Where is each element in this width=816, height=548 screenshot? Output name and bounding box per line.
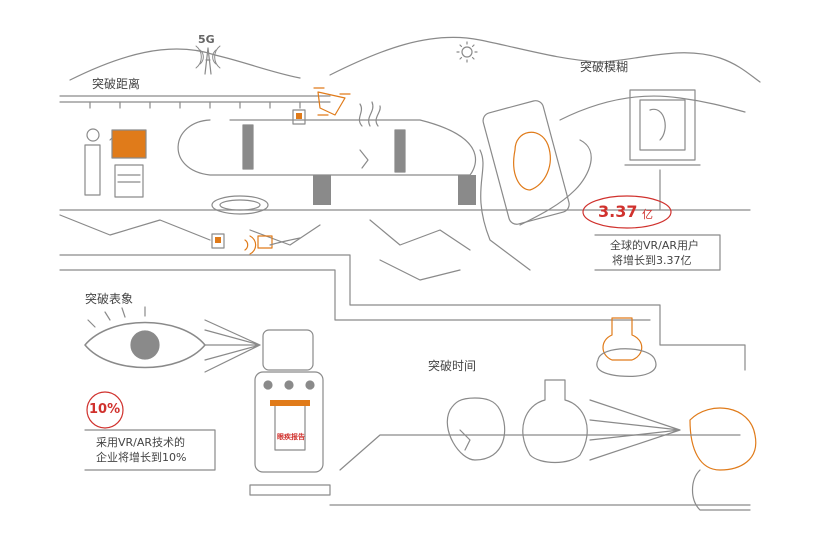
steam-icon [358,101,381,127]
robot-body [254,371,324,473]
display-screen [111,129,147,159]
label-surface: 突破表象 [85,292,134,306]
robot-doc-slot [270,400,310,406]
five-g-label: 5G [198,33,215,46]
enterprise-stat-caption-box [84,429,216,471]
vase-icon [522,379,588,464]
label-blur: 突破模糊 [580,60,629,74]
label-time: 突破时间 [428,359,477,373]
enterprise-stat-value: 10% [89,402,121,417]
map-frame [629,89,696,161]
robot-small-icon [257,235,273,249]
sun-icon [461,46,473,58]
card-icon [292,109,306,125]
robot-doc-label: 眼疾报告 [277,433,305,441]
person-head [86,128,100,142]
tower-icon [204,47,212,75]
beam-lines [204,319,261,373]
users-stat-oval [582,195,672,229]
enterprise-stat-line2: 企业将增长到10% [96,451,187,464]
manhole-icon [211,195,269,215]
vr-headset-icon [689,407,757,471]
label-distance: 突破距离 [92,77,141,91]
person-head-vr [691,469,751,511]
users-stat-caption-box [594,234,721,271]
users-stat-line1: 全球的VR/AR用户 [610,239,700,252]
floor-line [329,434,751,506]
phone-icon [482,100,570,225]
hills-right [329,36,761,83]
users-stat-line2: 将增长到3.37亿 [612,254,692,267]
enterprise-stat-line1: 采用VR/AR技术的 [96,436,186,449]
small-vase-icon [602,317,643,361]
enterprise-stat-circle [86,391,124,429]
robot-doc-paper [274,404,306,451]
card-icon-2 [211,233,225,249]
hand-icon [479,139,592,271]
scan-beam [589,399,681,461]
portrait-icon [513,131,551,191]
users-stat-value: 3.37 [598,202,638,221]
robot-head [262,329,314,371]
drone-icon [317,91,346,116]
hills-left [69,48,301,81]
broken-pot-icon [446,397,506,461]
pipeline [177,119,477,176]
hills-right-2 [559,95,746,121]
users-stat-unit: 亿 [642,208,653,221]
